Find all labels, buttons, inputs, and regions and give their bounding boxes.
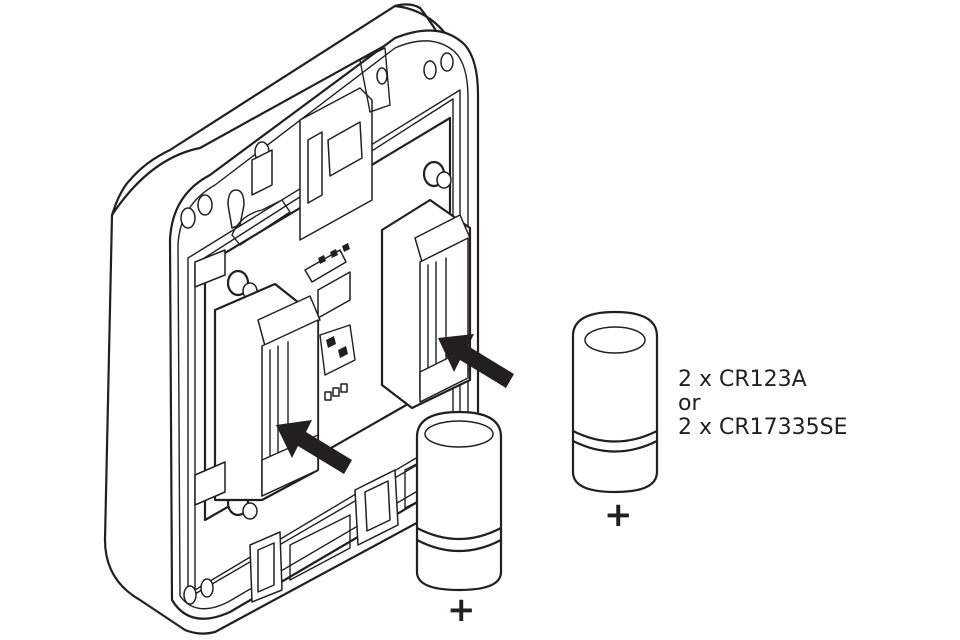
battery-spec-label: 2 x CR123A or 2 x CR17335SE	[678, 368, 848, 440]
insertion-arrow-right-icon	[438, 334, 514, 388]
battery-left	[415, 410, 503, 592]
battery-spec-line2: or	[678, 391, 701, 416]
polarity-plus-right: +	[604, 495, 633, 535]
battery-holder-right	[380, 198, 472, 410]
battery-spec-line3: 2 x CR17335SE	[678, 415, 848, 440]
polarity-plus-left: +	[447, 590, 476, 630]
insertion-arrow-left-icon	[276, 420, 352, 474]
battery-spec-line1: 2 x CR123A	[678, 367, 807, 392]
battery-right	[571, 310, 659, 494]
